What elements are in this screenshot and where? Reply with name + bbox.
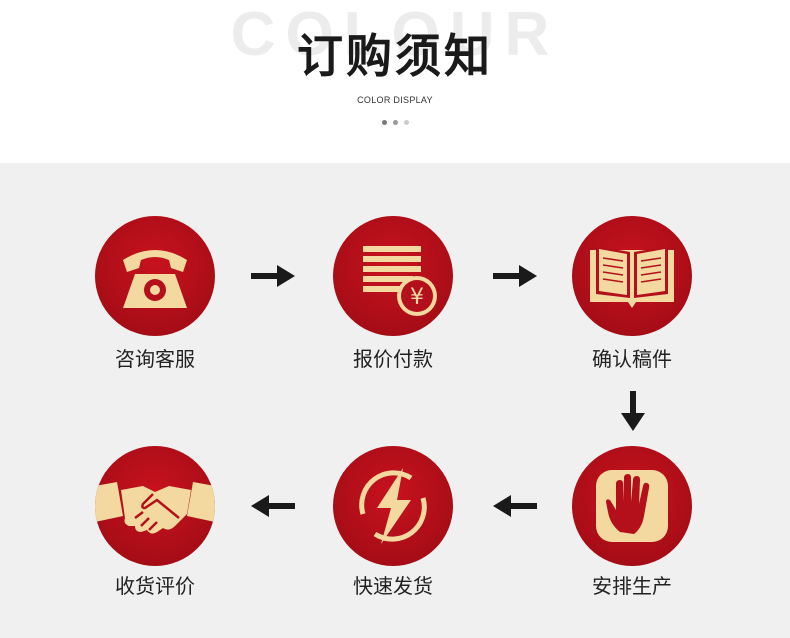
step-5-circle xyxy=(333,446,453,566)
dot-1 xyxy=(381,120,387,125)
dot-2 xyxy=(392,120,398,125)
step-4-circle xyxy=(572,446,692,566)
step-6-circle xyxy=(95,446,215,566)
telephone-icon xyxy=(123,250,187,308)
step-5-label: 快速发货 xyxy=(353,574,433,598)
pagination-dots xyxy=(0,120,790,125)
page-subtitle: COLOR DISPLAY xyxy=(357,95,433,105)
step-2-label: 报价付款 xyxy=(353,347,433,371)
arrow-down-icon xyxy=(621,391,645,431)
background-watermark-word: COLOUR xyxy=(230,0,560,69)
dot-3 xyxy=(403,120,409,125)
step-2-circle: ¥ xyxy=(333,216,453,336)
arrow-right-icon xyxy=(251,265,295,287)
arrow-left-icon xyxy=(493,495,537,517)
process-panel: 咨询客服 ¥ 报价付款 确认稿件 xyxy=(0,163,790,638)
arrow-left-icon xyxy=(251,495,295,517)
handshake-icon xyxy=(95,482,215,534)
invoice-yen-icon: ¥ xyxy=(363,246,437,316)
step-4-label: 安排生产 xyxy=(592,574,672,598)
hand-palm-icon xyxy=(596,470,668,542)
step-6-label: 收货评价 xyxy=(115,574,195,598)
step-3-label: 确认稿件 xyxy=(592,347,672,371)
step-3-circle xyxy=(572,216,692,336)
step-1-label: 咨询客服 xyxy=(115,347,195,371)
svg-text:¥: ¥ xyxy=(410,285,424,310)
step-1-circle xyxy=(95,216,215,336)
lightning-icon xyxy=(359,468,427,544)
open-book-icon xyxy=(590,246,674,308)
page-title: 订购须知 xyxy=(297,29,493,83)
arrow-right-icon xyxy=(493,265,537,287)
header-section: COLOUR 订购须知 COLOR DISPLAY xyxy=(0,0,790,163)
